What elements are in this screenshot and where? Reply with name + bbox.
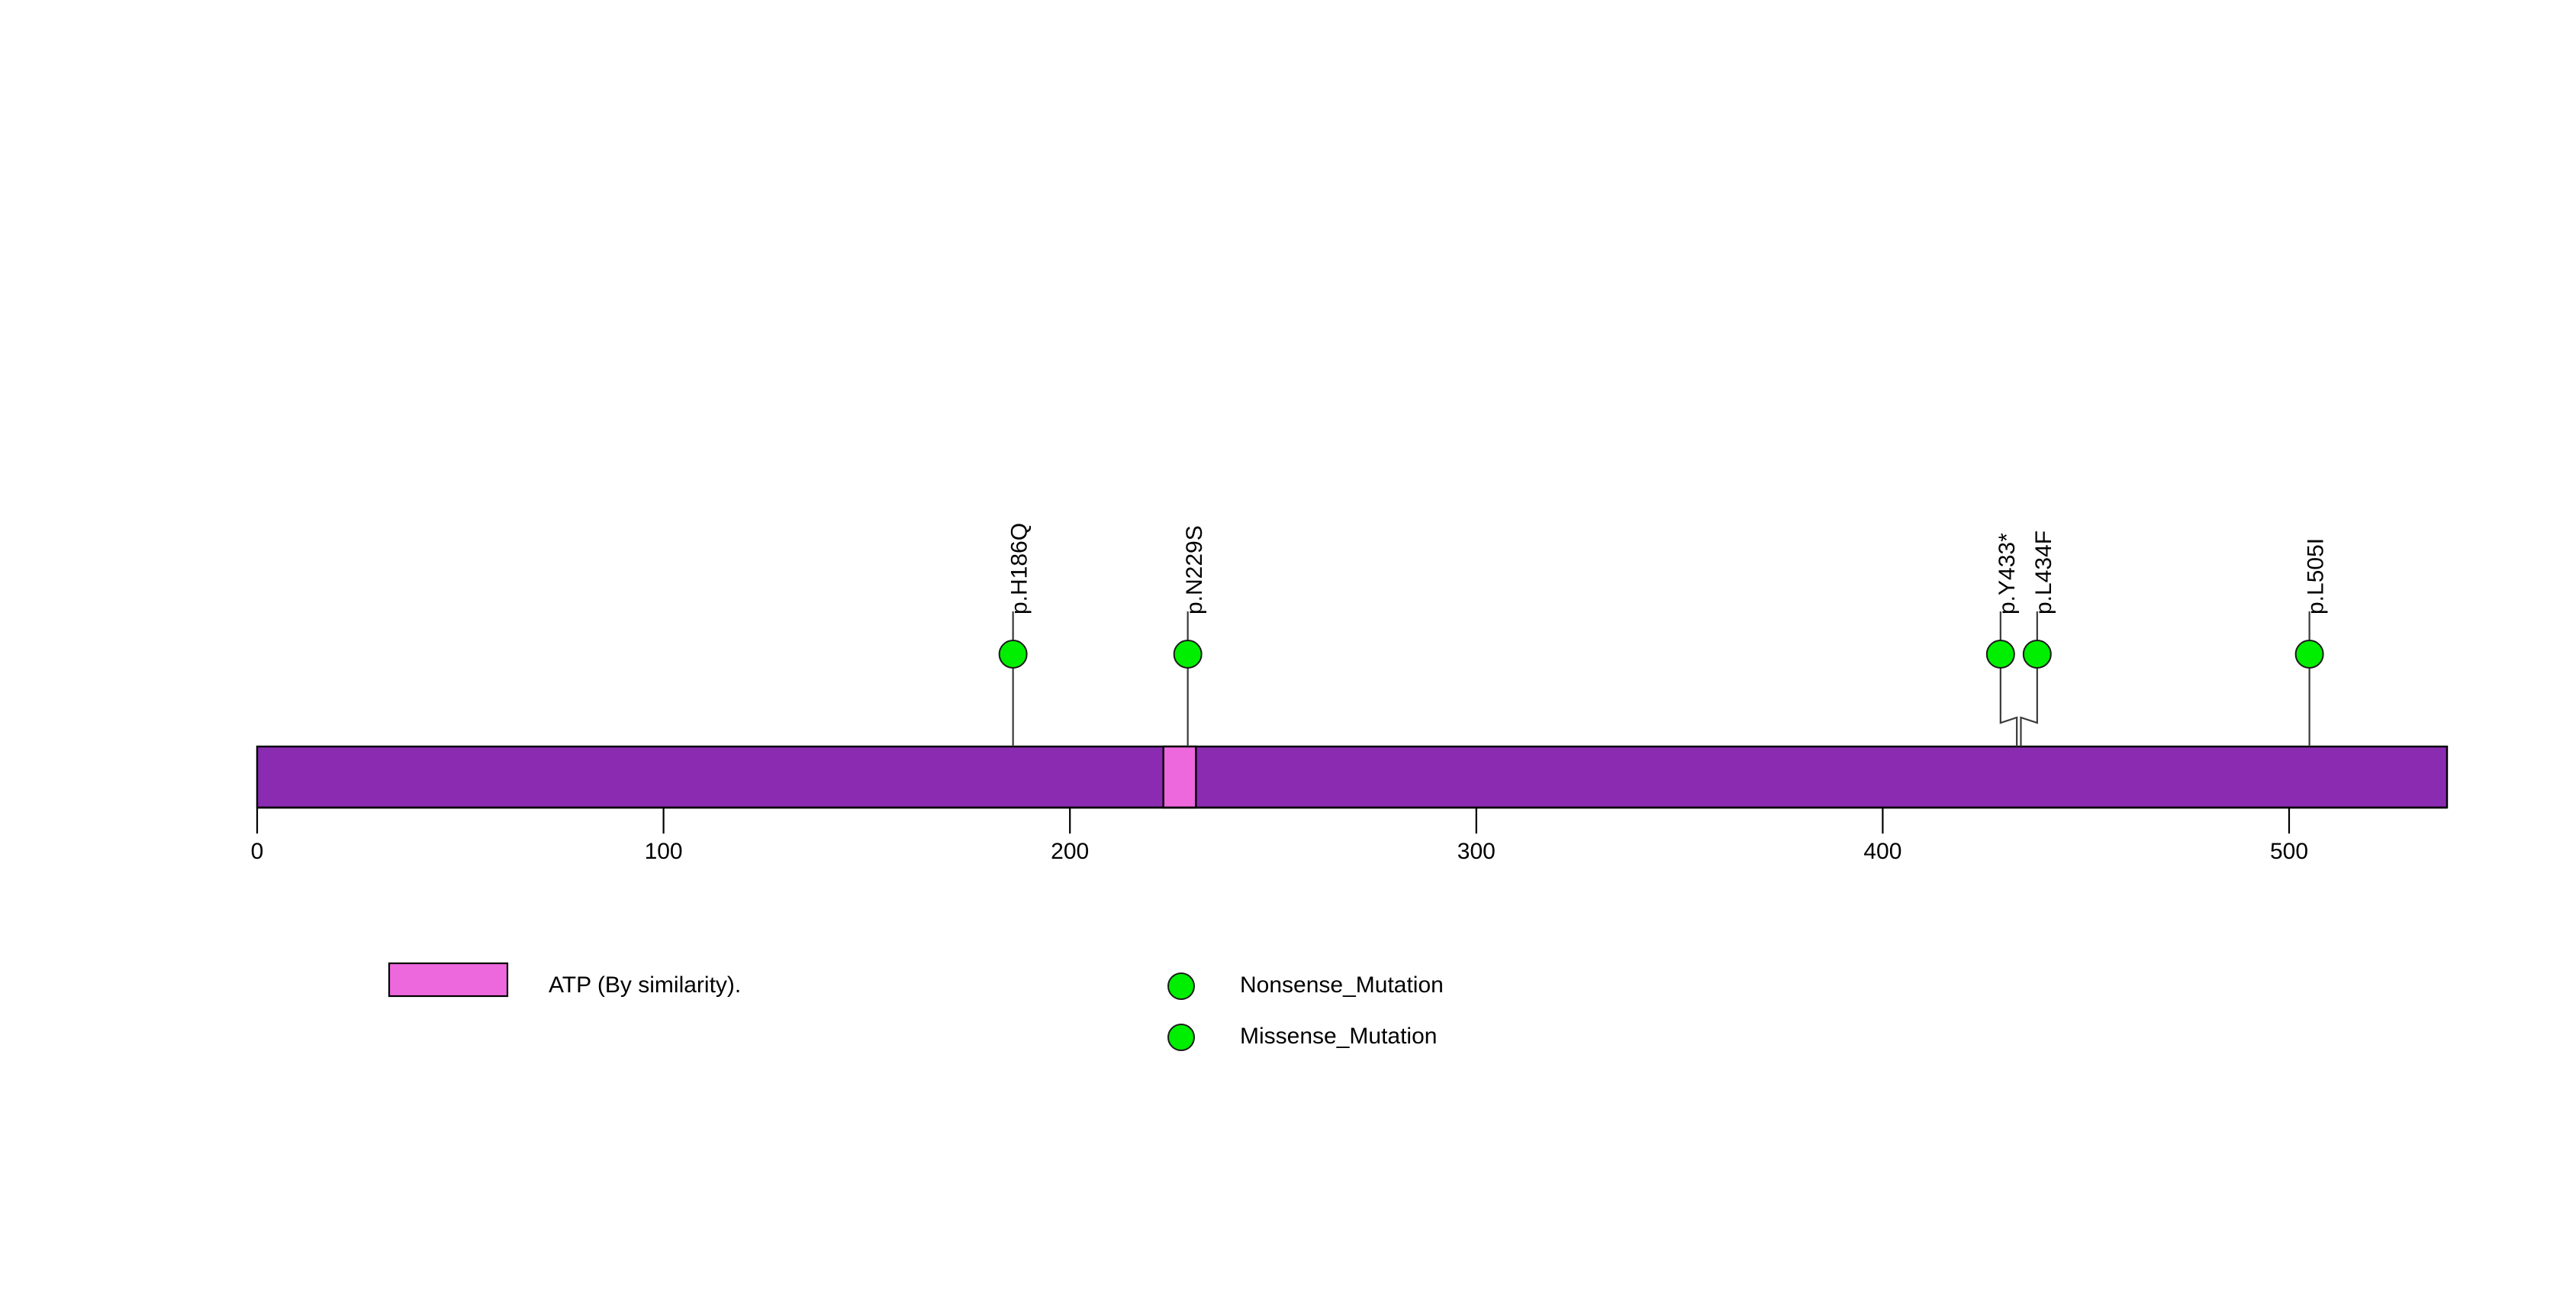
mutation-marker-pL434F[interactable] [2022,640,2052,669]
lollipop-markers-group [998,640,2324,669]
legend-mutation-marker-1[interactable] [1167,1024,1195,1051]
mutation-marker-pY433[interactable] [1985,640,2015,669]
mutation-marker-pL505I[interactable] [2294,640,2324,669]
protein-backbone-group [256,745,2449,809]
mutation-label-pH186Q: p.H186Q [1007,523,1032,614]
axis-tick-label-300: 300 [1457,839,1496,864]
mutation-marker-pN229S[interactable] [1173,640,1203,669]
legend-domain-swatch-0[interactable] [388,962,509,998]
protein-domains-group [1162,745,1197,809]
protein-backbone-bar[interactable] [256,745,2449,809]
mutation-labels-group: p.H186Q p.N229S p.Y433* p.L434F p.L505I [1007,523,2329,614]
mutation-label-pL505I: p.L505I [2304,538,2329,614]
mutation-label-pN229S: p.N229S [1182,525,1207,614]
mutation-label-pY433: p.Y433* [1995,533,2020,614]
axis-tick-label-400: 400 [1863,839,1901,864]
axis-tick-label-0: 0 [251,839,264,864]
axis-tick-label-100: 100 [645,839,683,864]
axis-tick-label-200: 200 [1051,839,1089,864]
legend-domain-label-0: ATP (By similarity). [549,972,741,998]
protein-domain-0[interactable] [1162,745,1197,809]
sequence-axis: 0 100 200 300 400 500 [251,806,2447,864]
plot-legend: ATP (By similarity). Nonsense_MutationMis… [388,962,1444,1051]
mutation-marker-pH186Q[interactable] [998,640,1028,669]
legend-mutation-label-0: Nonsense_Mutation [1240,972,1444,998]
lollipop-stems-group [1012,611,2310,747]
mutation-label-pL434F: p.L434F [2031,531,2056,614]
lollipop-stem-pL434F [2020,668,2038,747]
legend-mutation-label-1: Missense_Mutation [1240,1024,1437,1049]
legend-mutation-marker-0[interactable] [1167,972,1195,1000]
axis-tick-label-500: 500 [2270,839,2308,864]
lollipop-stem-pY433 [1999,668,2018,747]
